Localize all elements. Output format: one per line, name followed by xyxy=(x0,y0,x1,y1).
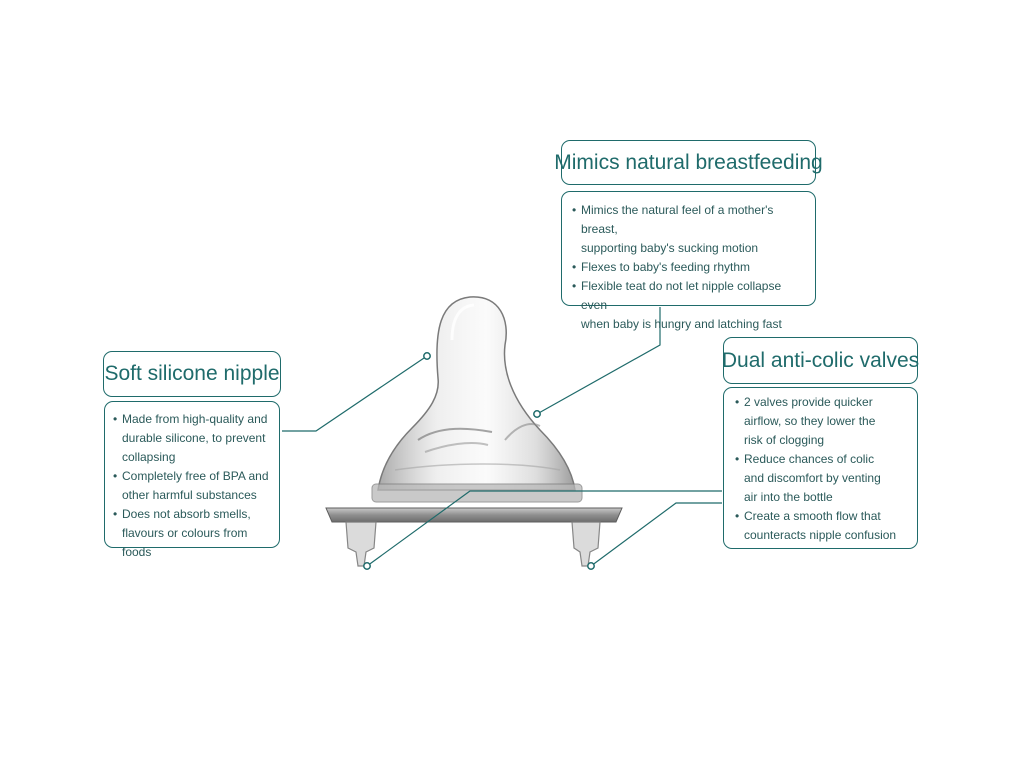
dot-valve-right xyxy=(587,562,595,570)
bullet-breastfeeding-1: Mimics the natural feel of a mother's br… xyxy=(572,201,809,258)
callout-title-valves: Dual anti-colic valves xyxy=(722,337,919,384)
bullet-valves-2: Reduce chances of colic and discomfort b… xyxy=(735,450,913,507)
callout-list-silicone: Made from high-quality and durable silic… xyxy=(104,401,280,559)
bullet-silicone-2: Completely free of BPA and other harmful… xyxy=(113,467,275,505)
dot-silicone xyxy=(423,352,431,360)
connector-valve-right xyxy=(590,502,722,567)
connector-dots xyxy=(363,352,595,570)
callout-title-breastfeeding: Mimics natural breastfeeding xyxy=(554,140,823,185)
dot-breastfeeding xyxy=(533,410,541,418)
callout-list-valves: 2 valves provide quicker airflow, so the… xyxy=(723,387,918,549)
bullet-breastfeeding-2: Flexes to baby's feeding rhythm xyxy=(572,258,809,277)
callout-list-breastfeeding: Mimics the natural feel of a mother's br… xyxy=(561,191,816,331)
bullet-valves-3: Create a smooth flow that counteracts ni… xyxy=(735,507,913,545)
silicone-nipple-image xyxy=(325,296,623,567)
bullet-silicone-3: Does not absorb smells, flavours or colo… xyxy=(113,505,275,562)
bullet-valves-1: 2 valves provide quicker airflow, so the… xyxy=(735,393,913,450)
bullet-breastfeeding-3: Flexible teat do not let nipple collapse… xyxy=(572,277,809,334)
dot-valve-left xyxy=(363,562,371,570)
connector-valve-left xyxy=(366,490,722,567)
callout-title-silicone: Soft silicone nipple xyxy=(103,351,281,397)
connector-silicone xyxy=(282,355,428,432)
bullet-silicone-1: Made from high-quality and durable silic… xyxy=(113,410,275,467)
